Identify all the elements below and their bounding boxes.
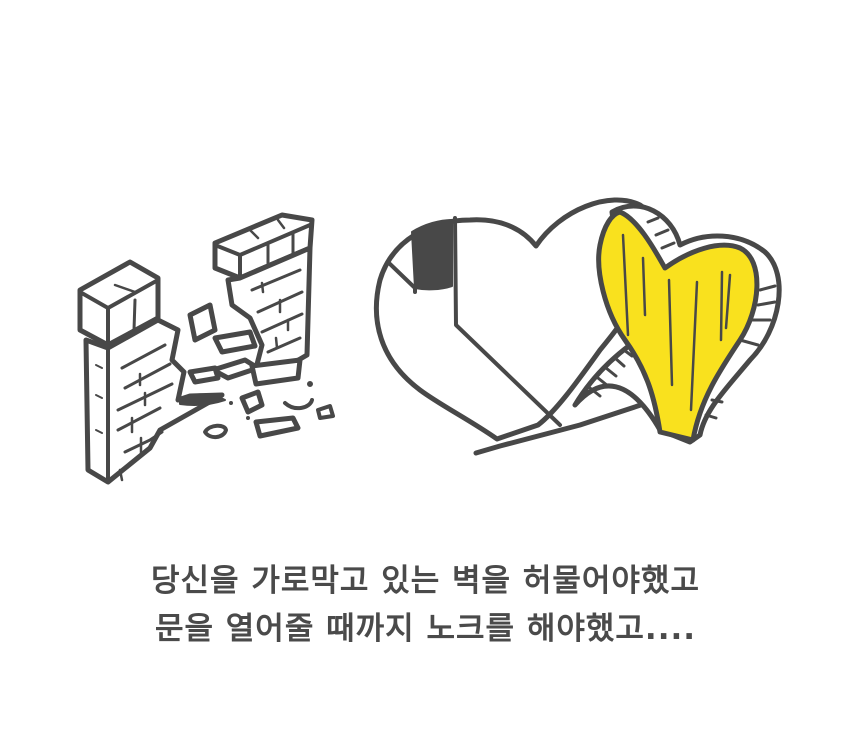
broken-wall-icon (77, 212, 335, 485)
caption: 당신을 가로막고 있는 벽을 허물어야했고 문을 열어줄 때까지 노크를 해야했… (0, 557, 851, 653)
heart-door-icon (373, 197, 782, 456)
caption-line-2: 문을 열어줄 때까지 노크를 해야했고.... (154, 611, 697, 647)
illustration (77, 197, 782, 485)
caption-line-1: 당신을 가로막고 있는 벽을 허물어야했고 (150, 563, 700, 599)
